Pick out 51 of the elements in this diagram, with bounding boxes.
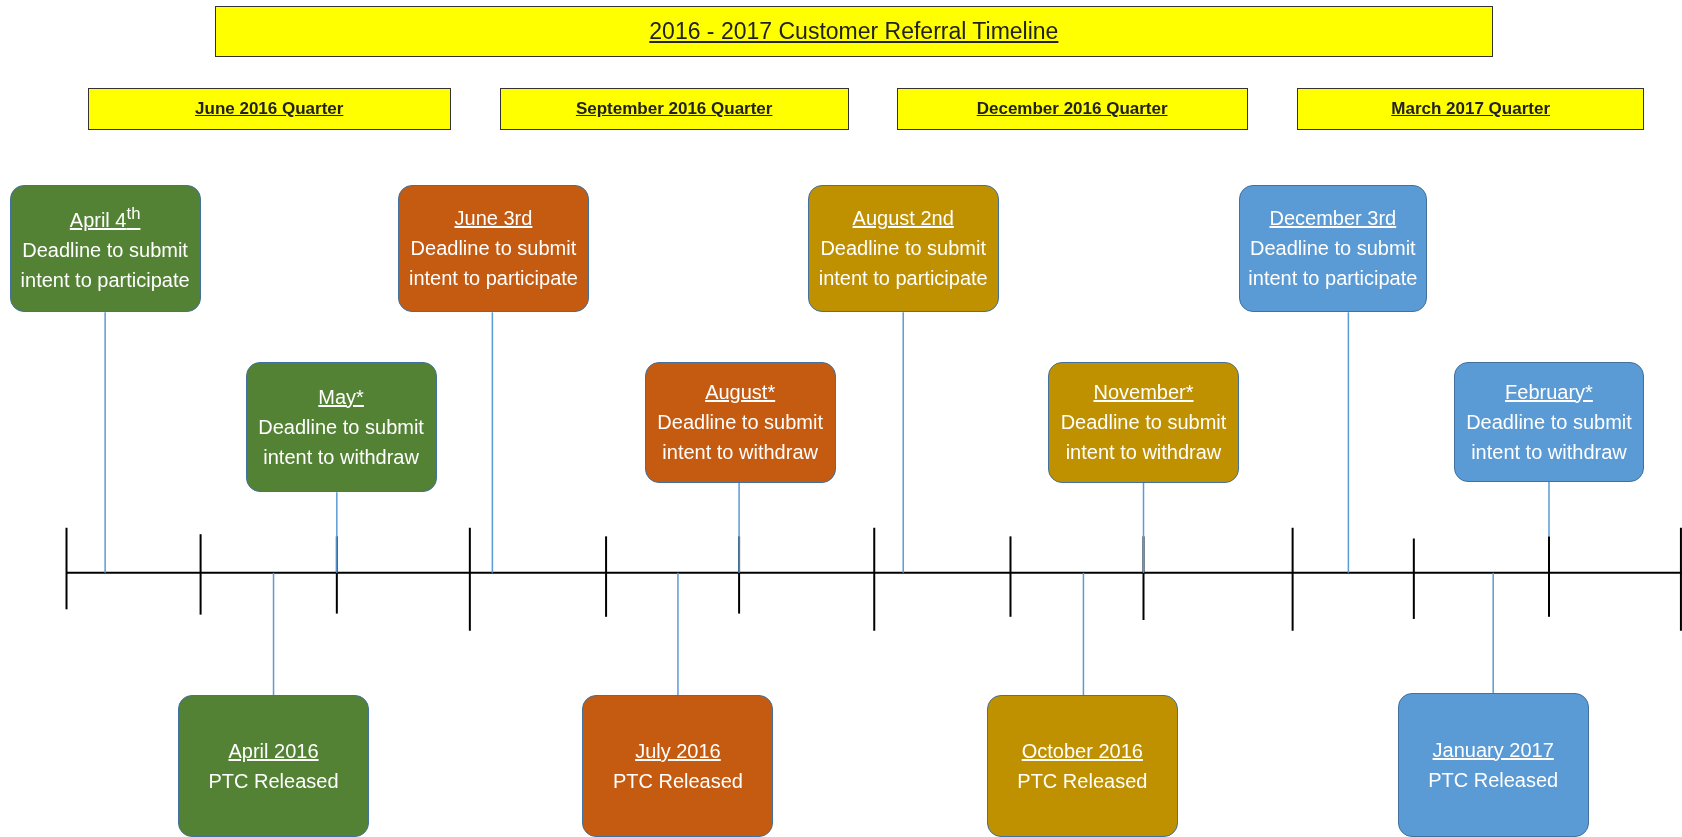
milestone-date: February* [1505,379,1593,405]
leader-line [1347,311,1350,574]
milestone-description: Deadline to submit intent to withdraw [257,414,425,470]
milestone-card [644,361,836,483]
leader-line [272,572,275,696]
quarter-header: September 2016 Quarter [499,87,849,130]
milestone-card [397,184,589,313]
quarter-header: June 2016 Quarter [87,87,451,130]
milestone-date: June 3rd [454,206,533,232]
leader-line [902,311,904,574]
milestone-card [582,695,774,837]
quarter-header: March 2017 Quarter [1296,87,1645,130]
milestone-card [1453,361,1645,482]
leader-line [104,311,106,574]
milestone-card [178,695,369,837]
leader-line [738,481,740,574]
milestone-description: Deadline to submit intent to participate [407,236,579,292]
milestone-date: July 2016 [635,738,721,764]
milestone-card [986,695,1178,837]
milestone-date: April 4$^{th}$ [69,203,141,234]
milestone-date: January 2017 [1432,737,1554,763]
milestone-description: Deadline to submit intent to withdraw [1465,409,1633,465]
milestone-description: PTC Released [1428,767,1559,793]
milestone-card [245,361,437,493]
milestone-date: April 2016 [228,738,319,764]
milestone-description: Deadline to submit intent to withdraw [656,410,824,466]
milestone-description: Deadline to submit intent to withdraw [1059,410,1228,466]
milestone-description: PTC Released [612,768,743,794]
title-banner: 2016 - 2017 Customer Referral Timeline [214,6,1494,57]
leader-line [1492,572,1494,694]
milestone-date: December 3rd [1269,206,1397,232]
milestone-date: November* [1093,380,1194,406]
milestone-card [1238,184,1427,313]
milestone-description: Deadline to submit intent to participate [817,236,989,292]
milestone-date: October 2016 [1021,738,1143,764]
milestone-description: PTC Released [1017,768,1148,794]
leader-line [491,311,494,574]
milestone-card [807,184,999,313]
leader-line [1548,480,1550,538]
leader-line [336,491,338,574]
quarter-header: December 2016 Quarter [896,87,1248,130]
milestone-card [1048,361,1239,483]
milestone-description: Deadline to submit intent to participate [1247,236,1418,292]
leader-line [1142,481,1145,574]
leader-line [677,572,679,696]
milestone-date: May* [318,384,364,410]
milestone-date: August 2nd [852,206,954,232]
milestone-description: PTC Released [208,768,339,794]
milestone-date: August* [705,380,776,406]
leader-line [1082,572,1085,696]
milestone-card [1397,692,1589,837]
